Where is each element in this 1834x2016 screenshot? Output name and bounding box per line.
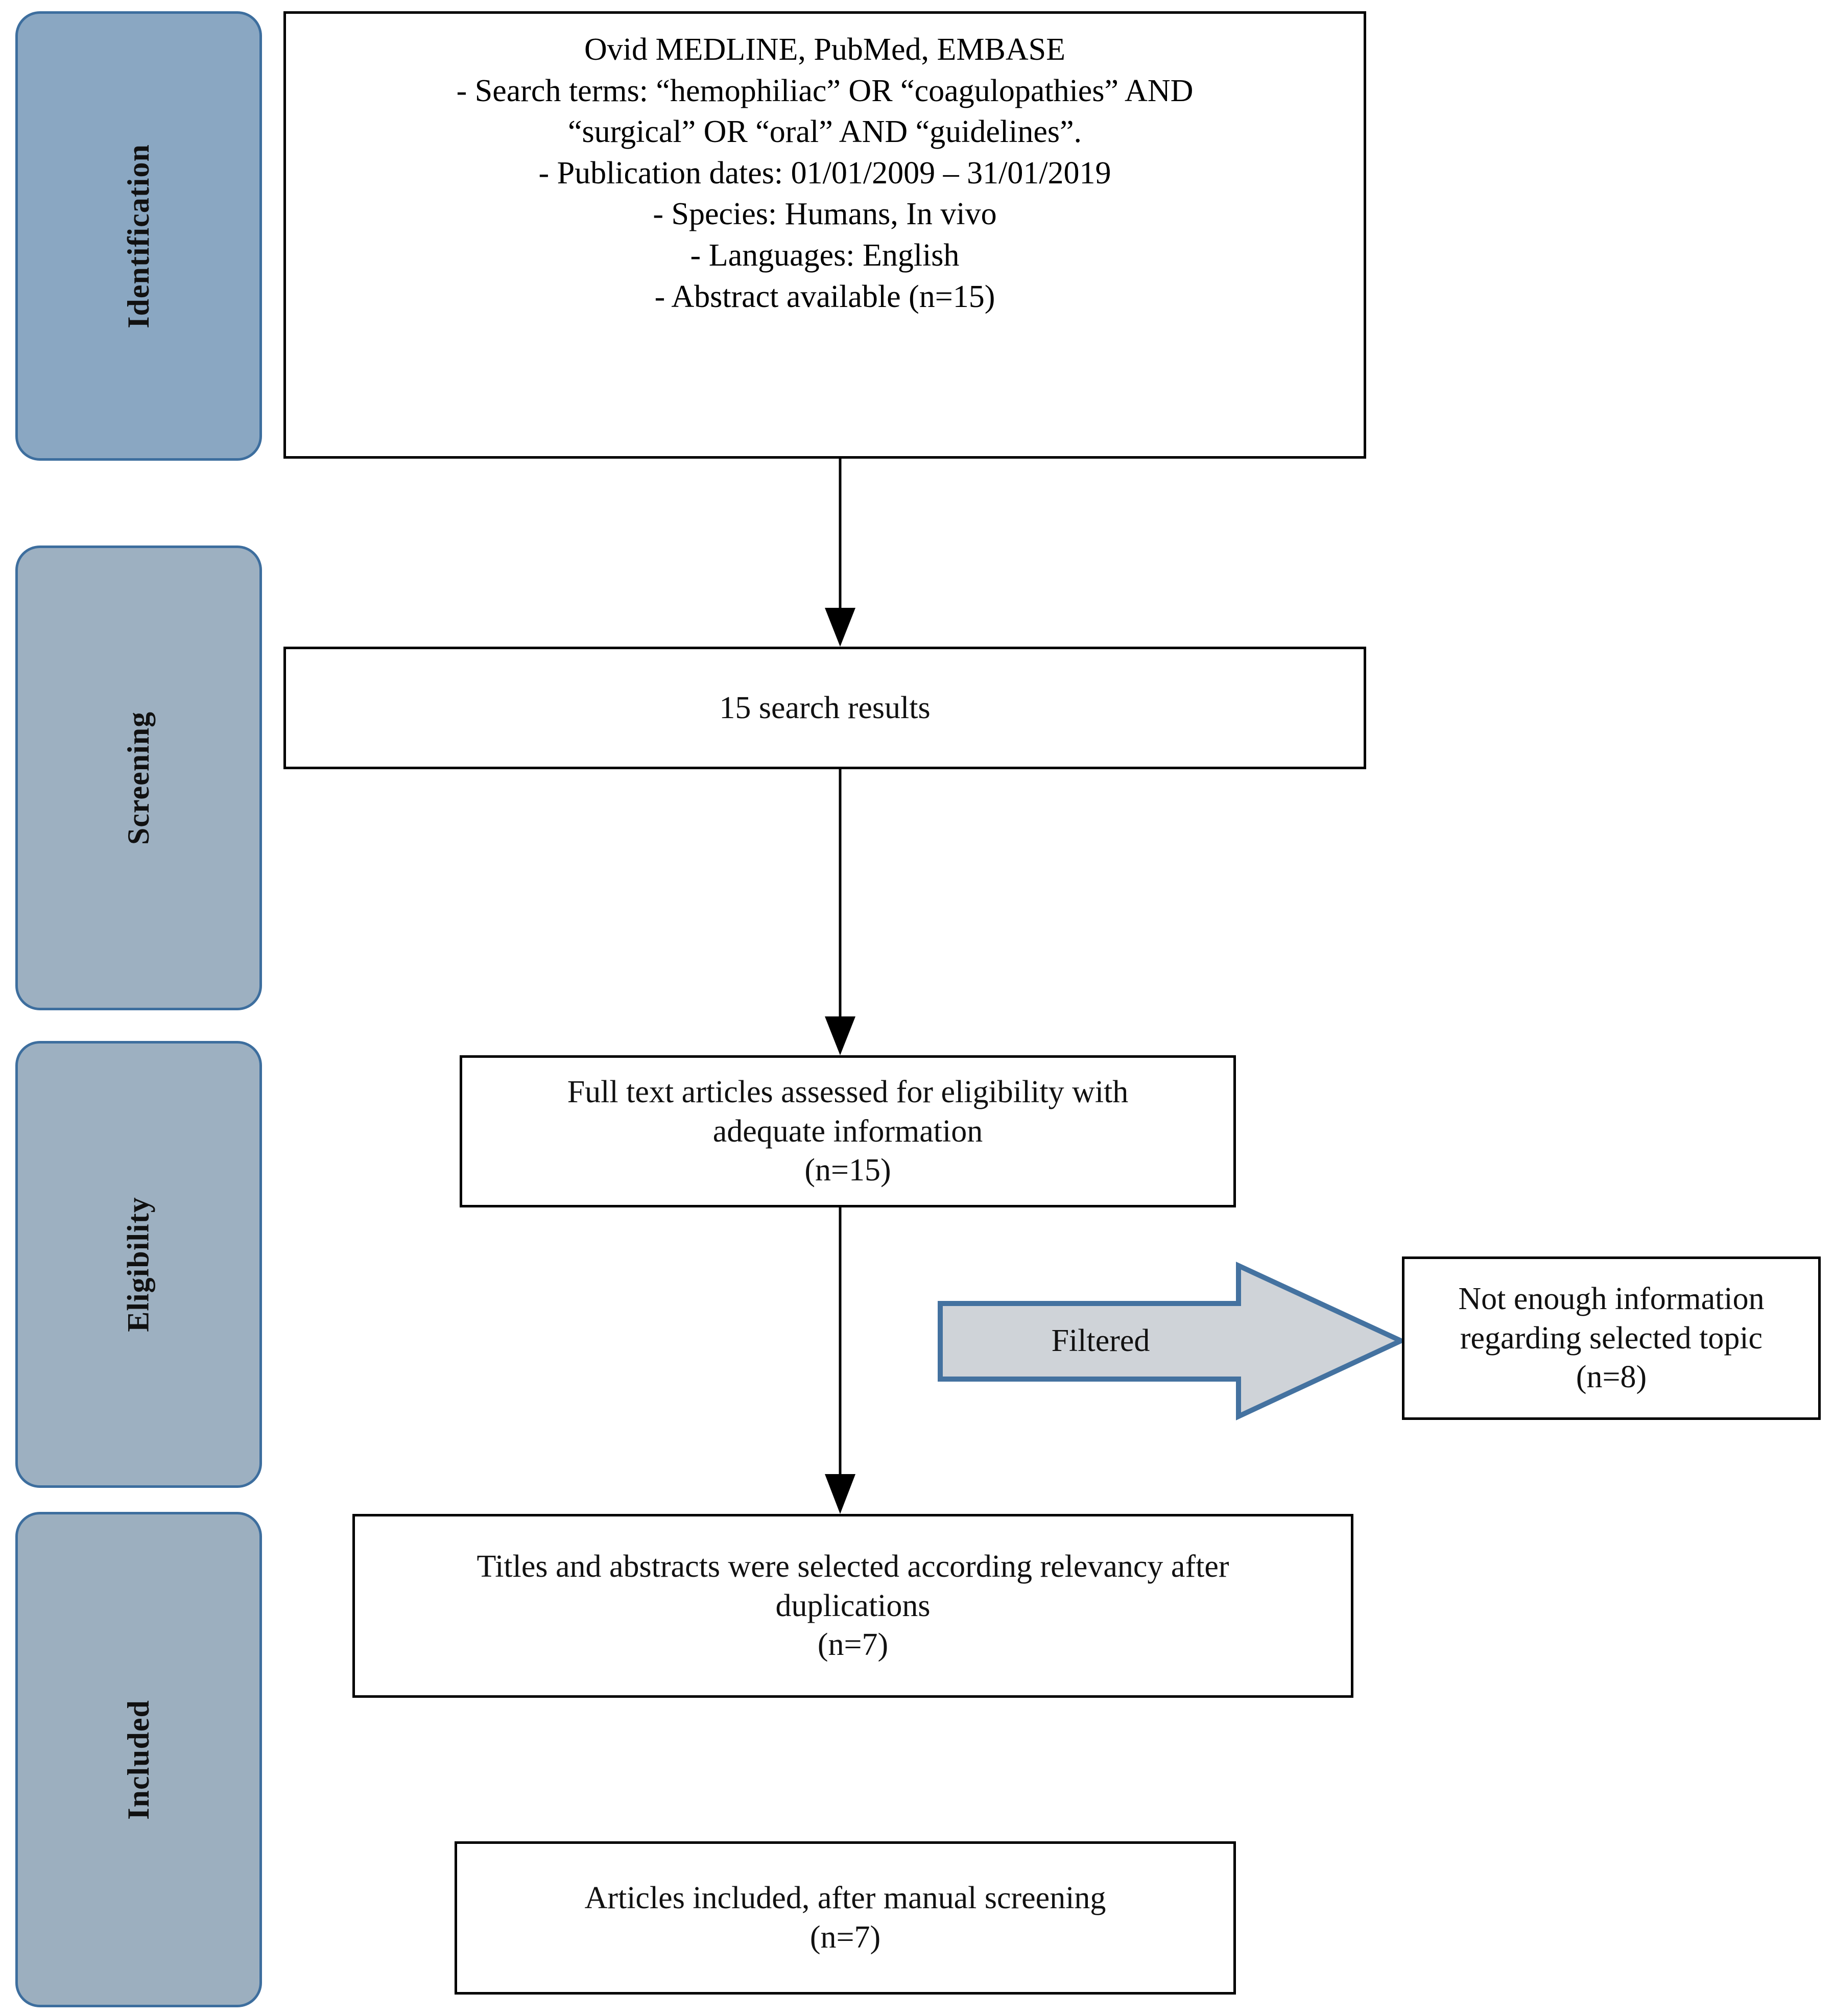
search-strategy-line-0: Ovid MEDLINE, PubMed, EMBASE <box>584 32 1066 67</box>
full-text-assessed-text: Full text articles assessed for eligibil… <box>567 1074 1129 1188</box>
search-strategy-line-3: - Publication dates: 01/01/2009 – 31/01/… <box>538 155 1111 191</box>
connector-eligibility-to-titles <box>809 1207 871 1514</box>
stage-rail-eligibility: Eligibility <box>15 1041 262 1488</box>
stage-rail-identification: Identification <box>15 11 262 461</box>
search-results-text: 15 search results <box>719 690 931 725</box>
stage-label-identification: Identification <box>121 144 155 328</box>
stage-rail-included: Included <box>15 1512 262 2007</box>
box-search-results: 15 search results <box>283 647 1366 769</box>
connector-results-to-eligibility <box>809 769 871 1055</box>
connector-search-to-results <box>809 459 871 647</box>
search-strategy-line-1: - Search terms: “hemophiliac” OR “coagul… <box>456 73 1194 108</box>
search-strategy-line-4: - Species: Humans, In vivo <box>653 197 997 232</box>
excluded-text: Not enough information regarding selecte… <box>1458 1281 1765 1395</box>
box-articles-included: Articles included, after manual screenin… <box>455 1841 1236 1995</box>
search-strategy-line-2: “surgical” OR “oral” AND “guidelines”. <box>567 114 1082 150</box>
search-strategy-line-6: - Abstract available (n=15) <box>654 279 995 314</box>
box-excluded-not-enough-info: Not enough information regarding selecte… <box>1402 1256 1821 1420</box>
articles-included-text: Articles included, after manual screenin… <box>584 1881 1106 1955</box>
box-titles-and-abstracts: Titles and abstracts were selected accor… <box>352 1514 1353 1698</box>
search-strategy-line-5: - Languages: English <box>690 238 960 273</box>
titles-and-abstracts-text: Titles and abstracts were selected accor… <box>477 1549 1229 1663</box>
box-full-text-assessed: Full text articles assessed for eligibil… <box>460 1055 1236 1207</box>
stage-label-included: Included <box>121 1699 155 1820</box>
stage-label-screening: Screening <box>122 711 155 845</box>
box-search-strategy: Ovid MEDLINE, PubMed, EMBASE - Search te… <box>283 11 1366 459</box>
filtered-block-arrow: Filtered <box>937 1261 1404 1421</box>
stage-label-eligibility: Eligibility <box>121 1197 155 1332</box>
stage-rail-screening: Screening <box>15 545 262 1010</box>
search-strategy-lines: Ovid MEDLINE, PubMed, EMBASE - Search te… <box>295 29 1354 317</box>
